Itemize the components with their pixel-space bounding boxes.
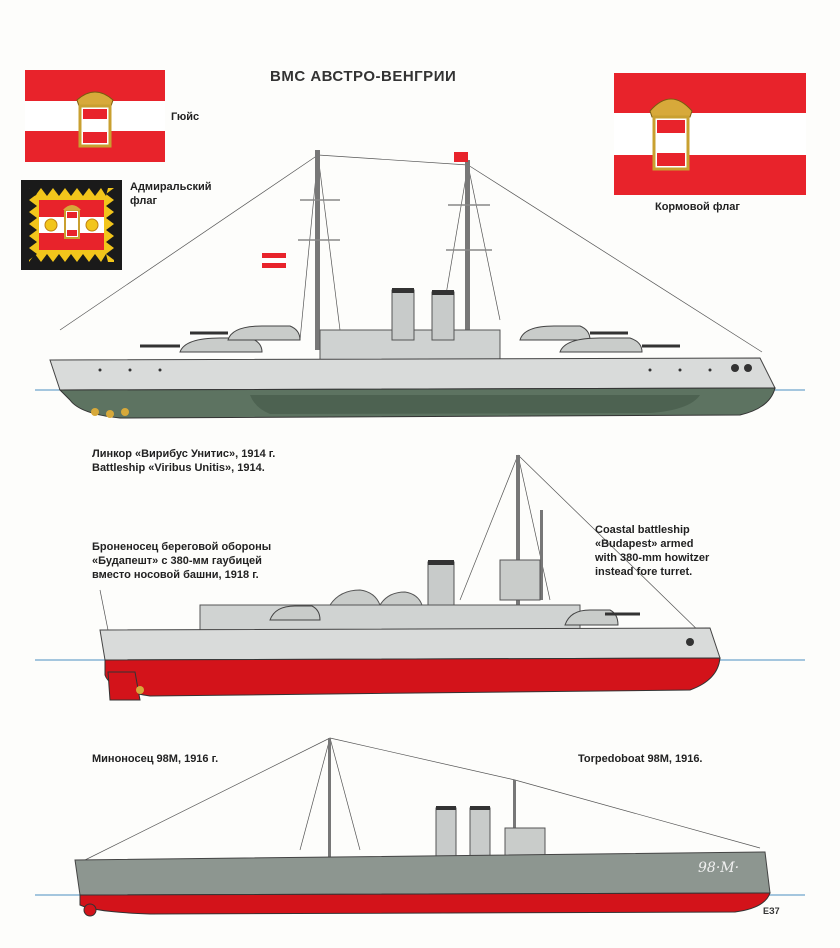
page-title: ВМС АВСТРО-ВЕНГРИИ [270, 68, 457, 85]
admiral-flag [21, 180, 122, 270]
viribus-caption-ru: Линкор «Вирибус Унитис», 1914 г. [92, 448, 276, 460]
viribus-caption-en: Battleship «Viribus Unitis», 1914. [92, 462, 265, 474]
torpedoboat-caption-ru: Миноносец 98М, 1916 г. [92, 753, 219, 765]
budapest-caption-ru: Броненосец береговой обороны «Будапешт» … [92, 541, 272, 581]
crown-shield-icon [649, 98, 693, 171]
crown-shield-icon [76, 91, 114, 148]
budapest-caption-en: Coastal battleship «Budapest» armed with… [595, 524, 710, 578]
jack-flag-label: Гюйс [171, 111, 200, 123]
jack-flag [25, 70, 165, 162]
ensign-flag-label: Кормовой флаг [655, 201, 740, 213]
admiral-flag-label: Адмиральский флаг [130, 181, 212, 207]
ensign-flag [614, 73, 806, 195]
hull-number: 98·M· [698, 860, 740, 876]
torpedoboat-caption-en: Torpedoboat 98M, 1916. [578, 753, 703, 765]
artist-signature: ЕЗ7 [763, 906, 780, 916]
